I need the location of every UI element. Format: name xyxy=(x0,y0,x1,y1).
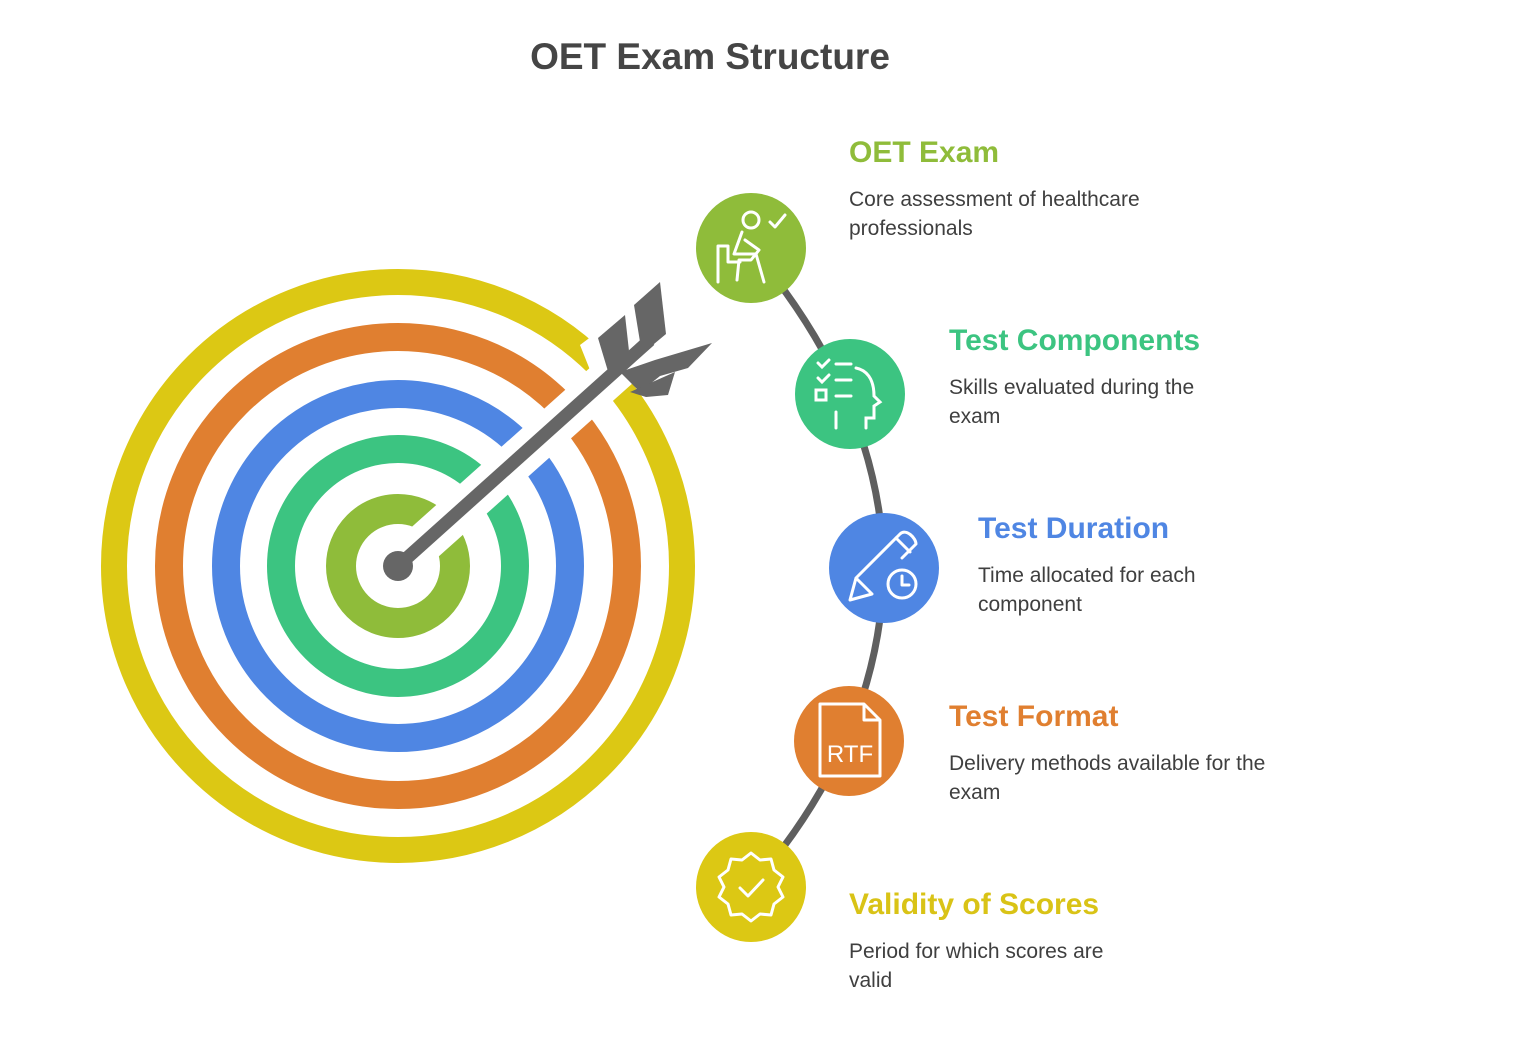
node-test-duration xyxy=(829,513,939,623)
item-description: Period for which scores are valid xyxy=(849,940,1104,992)
pencil-clock-icon xyxy=(848,530,918,602)
node-oet-exam xyxy=(696,193,806,303)
exam-candidate-icon xyxy=(716,210,787,284)
rtf-label: RTF xyxy=(827,741,873,768)
item-title: OET Exam xyxy=(849,136,1000,169)
checklist-head-icon xyxy=(814,358,883,430)
item-description: Core assessment of healthcare profession… xyxy=(849,188,1140,240)
arrow-icon xyxy=(383,282,712,581)
item-title: Test Format xyxy=(949,700,1119,733)
item-validity-of-scores: Validity of Scores Period for which scor… xyxy=(849,887,1149,995)
ring-exam xyxy=(326,494,470,638)
item-description: Time allocated for each component xyxy=(978,564,1196,616)
ring-duration xyxy=(212,380,584,752)
item-oet-exam: OET Exam Core assessment of healthcare p… xyxy=(849,135,1179,243)
item-title: Test Components xyxy=(949,324,1201,357)
ring-components xyxy=(267,435,529,697)
item-title: Test Duration xyxy=(978,512,1170,545)
rtf-file-icon xyxy=(818,702,882,778)
item-test-format: Test Format Delivery methods available f… xyxy=(949,699,1279,807)
node-test-format: RTF xyxy=(794,686,904,796)
ring-validity xyxy=(101,269,695,863)
item-test-components: Test Components Skills evaluated during … xyxy=(949,323,1239,431)
item-test-duration: Test Duration Time allocated for each co… xyxy=(978,511,1248,619)
ring-format xyxy=(155,323,641,809)
node-validity xyxy=(696,832,806,942)
node-test-components xyxy=(795,339,905,449)
item-description: Delivery methods available for the exam xyxy=(949,752,1266,804)
item-description: Skills evaluated during the exam xyxy=(949,376,1195,428)
item-title: Validity of Scores xyxy=(849,888,1100,921)
page-title: OET Exam Structure xyxy=(530,36,890,77)
badge-check-icon xyxy=(717,851,785,923)
